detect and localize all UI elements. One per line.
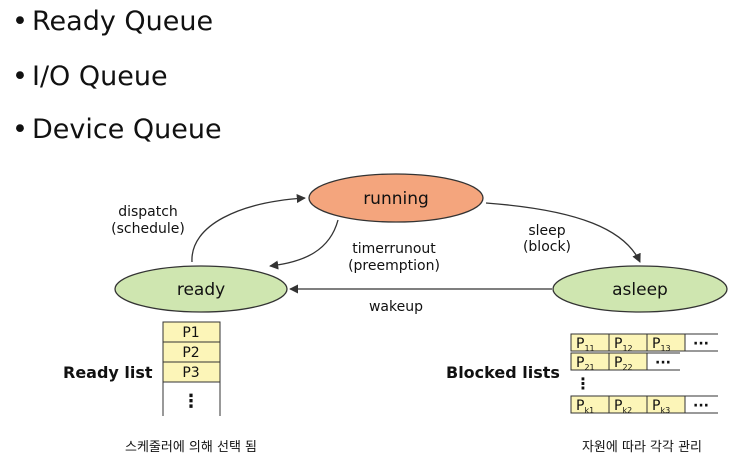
bullet-text: Device Queue — [32, 114, 222, 145]
ready-list-caption: 스케줄러에 의해 선택 됨 — [125, 440, 257, 455]
ready-list-item: P3 — [182, 365, 199, 381]
bullet-dot: • — [12, 61, 28, 92]
bullet-dot: • — [12, 6, 28, 37]
bullet-text: Ready Queue — [32, 6, 214, 37]
asleep-label: asleep — [612, 280, 668, 300]
blocked-lists-rows: P11 P12 P13 ··· P21 P22 ··· ⋮ Pk1 Pk2 — [570, 333, 718, 415]
blocked-list-item: P21 — [576, 355, 595, 372]
blocked-list-item: Pk2 — [614, 398, 632, 415]
ready-label: ready — [177, 280, 225, 300]
blocked-list-row: Pk1 Pk2 Pk3 ··· — [570, 395, 718, 415]
bullet-text: I/O Queue — [32, 61, 168, 92]
dispatch-label: dispatch — [118, 204, 178, 220]
blocked-list-item: P13 — [652, 336, 671, 353]
ready-list-item: P2 — [182, 345, 199, 361]
running-node — [308, 173, 484, 223]
ready-list-cell — [162, 361, 221, 383]
ready-node — [114, 265, 288, 313]
bullet-io-queue: •I/O Queue — [12, 61, 168, 93]
blocked-lists-caption: 자원에 따라 각각 관리 — [582, 440, 702, 455]
asleep-node — [552, 265, 728, 313]
running-label: running — [363, 189, 429, 209]
schedule-label: (schedule) — [111, 221, 185, 237]
preemption-label: (preemption) — [348, 258, 440, 274]
blocked-list-cell — [646, 395, 686, 414]
blocked-list-item: Pk1 — [576, 398, 594, 415]
sleep-label: sleep — [528, 223, 565, 239]
blocked-list-row: P11 P12 P13 ··· — [570, 333, 718, 353]
block-label: (block) — [523, 239, 571, 255]
blocked-list-item: Pk3 — [652, 398, 670, 415]
ready-list-item: P1 — [182, 325, 199, 341]
blocked-list-cell — [646, 333, 686, 352]
blocked-list-cell — [608, 352, 648, 371]
blocked-list-item: P12 — [614, 336, 633, 353]
ready-list-ellipsis: ⋮ — [182, 391, 200, 412]
blocked-list-more: ··· — [655, 355, 671, 371]
wakeup-label: wakeup — [369, 299, 423, 315]
sleep-arrow — [485, 202, 641, 263]
bullet-ready-queue: •Ready Queue — [12, 6, 213, 38]
bullet-device-queue: •Device Queue — [12, 114, 222, 146]
blocked-list-item: P11 — [576, 336, 595, 353]
ready-list-label: Ready list — [63, 363, 153, 382]
blocked-lists-label: Blocked lists — [446, 363, 560, 382]
timerrunout-arrow — [269, 219, 339, 270]
dispatch-arrow — [191, 193, 306, 263]
bullet-dot: • — [12, 114, 28, 145]
blocked-list-more: ··· — [693, 398, 709, 414]
blocked-lists-ellipsis: ⋮ — [575, 374, 591, 393]
ready-list-stack: P1 P2 P3 ⋮ — [162, 321, 221, 416]
blocked-list-item: P22 — [614, 355, 633, 372]
timerrunout-label: timerrunout — [352, 241, 436, 257]
blocked-list-more: ··· — [693, 336, 709, 352]
blocked-list-row: P21 P22 ··· — [570, 352, 680, 372]
